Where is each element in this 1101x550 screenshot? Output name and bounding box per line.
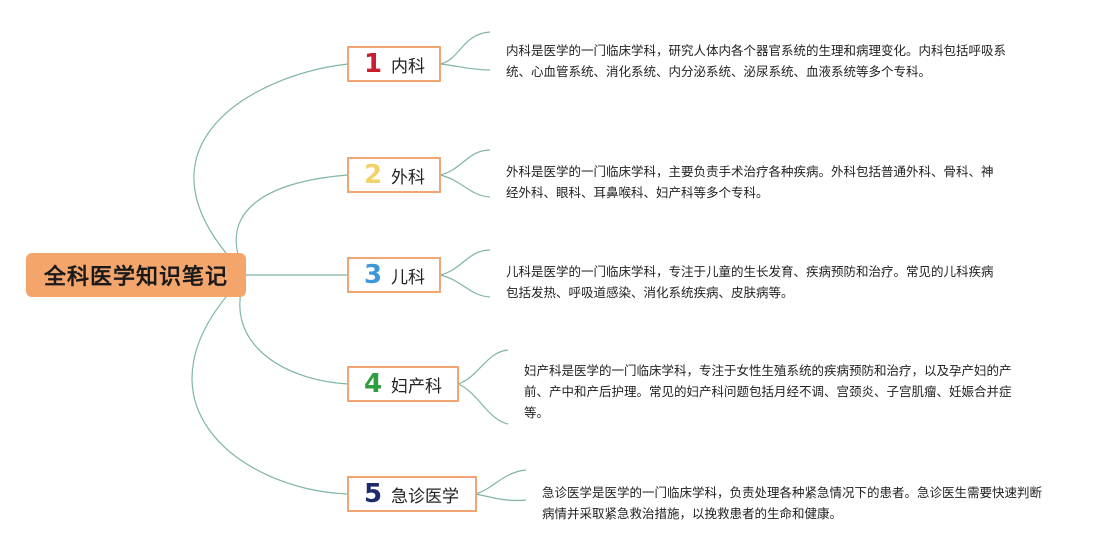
- topic-surgery[interactable]: 2 外科: [347, 157, 441, 193]
- note-bracket-2: [439, 149, 491, 198]
- topic-label-5: 急诊医学: [391, 486, 459, 507]
- note-pediatrics: 儿科是医学的一门临床学科，专注于儿童的生长发育、疾病预防和治疗。常见的儿科疾病包…: [506, 264, 994, 300]
- note-bracket-3: [439, 249, 491, 298]
- topic-number-4: 4: [363, 369, 383, 399]
- topic-internal-medicine[interactable]: 1 内科: [347, 46, 441, 82]
- topic-number-3: 3: [363, 260, 383, 290]
- topic-number-5: 5: [363, 479, 383, 509]
- topic-number-2: 2: [363, 160, 383, 190]
- topic-number-1: 1: [363, 49, 383, 79]
- branch-line-5: [191, 274, 349, 495]
- note-emergency-medicine: 急诊医学是医学的一门临床学科，负责处理各种紧急情况下的患者。急诊医生需要快速判断…: [542, 485, 1043, 521]
- topic-pediatrics[interactable]: 3 儿科: [347, 257, 441, 293]
- note-obstetrics-gynecology: 妇产科是医学的一门临床学科，专注于女性生殖系统的疾病预防和治疗，以及孕产妇的产前…: [524, 363, 1012, 420]
- note-bracket-1: [439, 31, 491, 71]
- topic-label-4: 妇产科: [391, 376, 442, 397]
- topic-label-1: 内科: [391, 56, 425, 77]
- central-topic-title: 全科医学知识笔记: [43, 265, 228, 290]
- branch-line-1: [193, 63, 349, 276]
- note-surgery: 外科是医学的一门临床学科，主要负责手术治疗各种疾病。外科包括普通外科、骨科、神经…: [506, 164, 994, 200]
- note-bracket-4: [457, 349, 509, 425]
- topic-obstetrics-gynecology[interactable]: 4 妇产科: [347, 366, 459, 402]
- note-internal-medicine: 内科是医学的一门临床学科，研究人体内各个器官系统的生理和病理变化。内科包括呼吸系…: [506, 43, 1007, 79]
- central-topic[interactable]: 全科医学知识笔记: [26, 253, 246, 297]
- branch-line-2: [235, 174, 349, 276]
- note-bracket-5: [475, 469, 527, 502]
- topic-label-3: 儿科: [391, 267, 425, 288]
- branch-line-4: [239, 274, 349, 385]
- topic-label-2: 外科: [391, 167, 425, 188]
- topic-emergency-medicine[interactable]: 5 急诊医学: [347, 476, 477, 512]
